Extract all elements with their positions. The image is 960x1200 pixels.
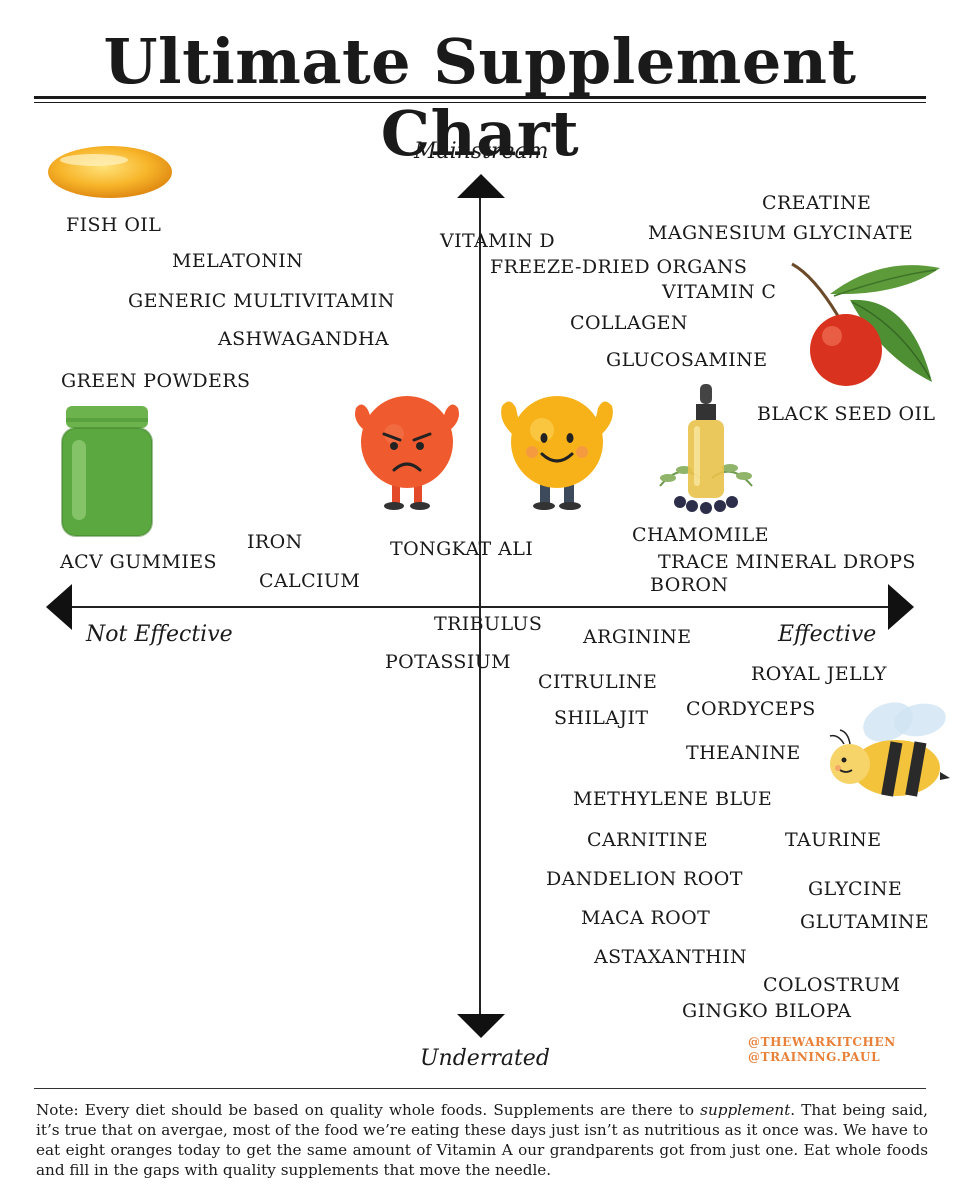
- bee-icon: [829, 702, 950, 797]
- supplement-maca-root: MACA ROOT: [581, 907, 711, 929]
- supplement-royal-jelly: ROYAL JELLY: [751, 663, 887, 685]
- supplement-cordyceps: CORDYCEPS: [686, 698, 816, 720]
- supplement-trace-mineral-drops: TRACE MINERAL DROPS: [658, 551, 916, 573]
- supplement-boron: BORON: [650, 574, 729, 596]
- supplement-glutamine: GLUTAMINE: [800, 911, 930, 933]
- horizontal-axis: [66, 606, 892, 608]
- supplement-gingko-bilopa: GINGKO BILOPA: [682, 1000, 852, 1022]
- supplement-magnesium-glycinate: MAGNESIUM GLYCINATE: [648, 222, 914, 244]
- supplement-vitamin-c: VITAMIN C: [662, 281, 777, 303]
- arrow-down-icon: [457, 1014, 505, 1038]
- supplement-methylene-blue: METHYLENE BLUE: [573, 788, 773, 810]
- supplement-astaxanthin: ASTAXANTHIN: [594, 946, 748, 968]
- supplement-chamomile: CHAMOMILE: [632, 524, 769, 546]
- supplement-fish-oil: FISH OIL: [66, 214, 162, 236]
- supplement-green-powders: GREEN POWDERS: [61, 370, 251, 392]
- supplement-calcium: CALCIUM: [259, 570, 361, 592]
- credit-thewarkitchen: @THEWARKITCHEN: [748, 1035, 896, 1049]
- axis-label-not-effective: Not Effective: [86, 622, 233, 647]
- oil-dropper-bottle-icon: [659, 384, 753, 514]
- axis-label-mainstream: Mainstream: [414, 139, 549, 164]
- supplement-taurine: TAURINE: [785, 829, 882, 851]
- cherry-icon: [791, 262, 940, 386]
- supplement-freeze-dried-organs: FREEZE-DRIED ORGANS: [490, 256, 748, 278]
- supplement-acv-gummies: ACV GUMMIES: [60, 551, 217, 573]
- supplement-shilajit: SHILAJIT: [554, 707, 649, 729]
- supplement-creatine: CREATINE: [762, 192, 872, 214]
- supplement-ashwagandha: ASHWAGANDHA: [218, 328, 390, 350]
- supplement-melatonin: MELATONIN: [172, 250, 304, 272]
- arrow-right-icon: [888, 584, 914, 630]
- footnote-text-end: . That being said, it’s true that on ave…: [36, 1101, 928, 1179]
- angry-orange-mascot-icon: [355, 396, 459, 510]
- supplement-potassium: POTASSIUM: [385, 651, 511, 673]
- supplement-carnitine: CARNITINE: [587, 829, 708, 851]
- footnote-emphasis: supplement: [700, 1101, 791, 1119]
- title-rule-thick: [34, 96, 926, 99]
- supplement-generic-multivitamin: GENERIC MULTIVITAMIN: [128, 290, 395, 312]
- supplement-glycine: GLYCINE: [808, 878, 903, 900]
- footnote: Note: Every diet should be based on qual…: [36, 1100, 928, 1180]
- supplement-tribulus: TRIBULUS: [434, 613, 543, 635]
- supplement-glucosamine: GLUCOSAMINE: [606, 349, 768, 371]
- footer-rule: [34, 1088, 926, 1089]
- happy-orange-mascot-icon: [501, 396, 613, 510]
- credit-training-paul: @TRAINING.PAUL: [748, 1050, 881, 1064]
- fish-oil-capsule-icon: [48, 146, 172, 198]
- chart-title: Ultimate Supplement Chart: [103, 25, 857, 170]
- supplement-iron: IRON: [247, 531, 303, 553]
- axis-label-effective: Effective: [778, 622, 877, 647]
- green-powder-jar-icon: [61, 406, 153, 537]
- supplement-dandelion-root: DANDELION ROOT: [546, 868, 743, 890]
- supplement-collagen: COLLAGEN: [570, 312, 688, 334]
- supplement-vitamin-d: VITAMIN D: [440, 230, 556, 252]
- arrow-up-icon: [457, 174, 505, 198]
- title-rule-thin: [34, 102, 926, 103]
- supplement-theanine: THEANINE: [686, 742, 801, 764]
- footnote-text-start: Note: Every diet should be based on qual…: [36, 1101, 701, 1119]
- supplement-black-seed-oil: BLACK SEED OIL: [757, 403, 936, 425]
- supplement-colostrum: COLOSTRUM: [763, 974, 901, 996]
- arrow-left-icon: [46, 584, 72, 630]
- supplement-citruline: CITRULINE: [538, 671, 658, 693]
- supplement-arginine: ARGININE: [583, 626, 692, 648]
- supplement-tongkat-ali: TONGKAT ALI: [390, 538, 534, 560]
- axis-label-underrated: Underrated: [420, 1046, 550, 1071]
